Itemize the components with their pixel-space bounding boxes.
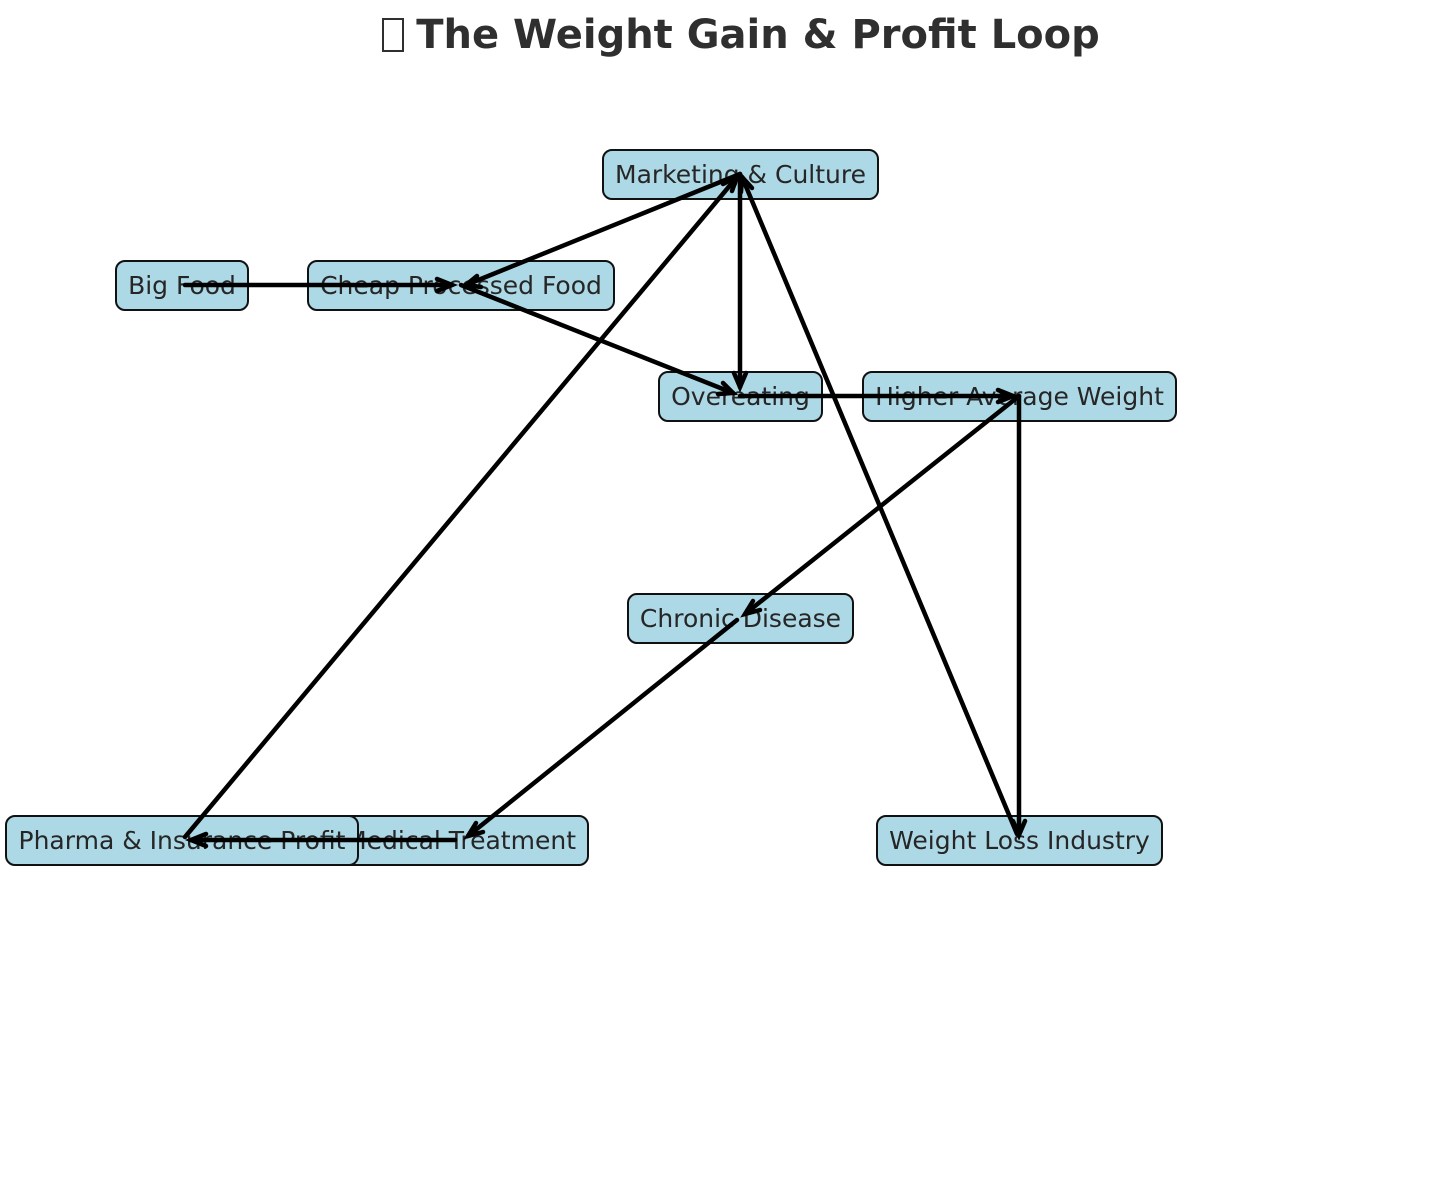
diagram-title-text: The Weight Gain & Profit Loop (416, 12, 1100, 58)
edge-higherweight-to-chronic (740, 393, 1022, 618)
node-cheap-processed-food: Cheap Processed Food (307, 260, 615, 311)
edge-chronic-to-medical (463, 617, 740, 840)
node-chronic-disease: Chronic Disease (627, 593, 854, 644)
node-higher-average-weight: Higher Average Weight (862, 371, 1177, 422)
node-overeating: Overeating (658, 371, 823, 422)
missing-glyph-icon (382, 18, 405, 52)
node-marketing-culture: Marketing & Culture (602, 149, 879, 200)
node-big-food: Big Food (115, 260, 249, 311)
node-pharma-insurance-profit: Pharma & Insurance Profit (5, 815, 359, 866)
edge-weightloss-to-marketing (738, 171, 1020, 837)
diagram-title: The Weight Gain & Profit Loop (0, 12, 1456, 58)
edge-marketing-to-overeating (731, 171, 749, 393)
edge-higherweight-to-weightloss (1010, 393, 1028, 841)
node-weight-loss-industry: Weight Loss Industry (876, 815, 1163, 866)
